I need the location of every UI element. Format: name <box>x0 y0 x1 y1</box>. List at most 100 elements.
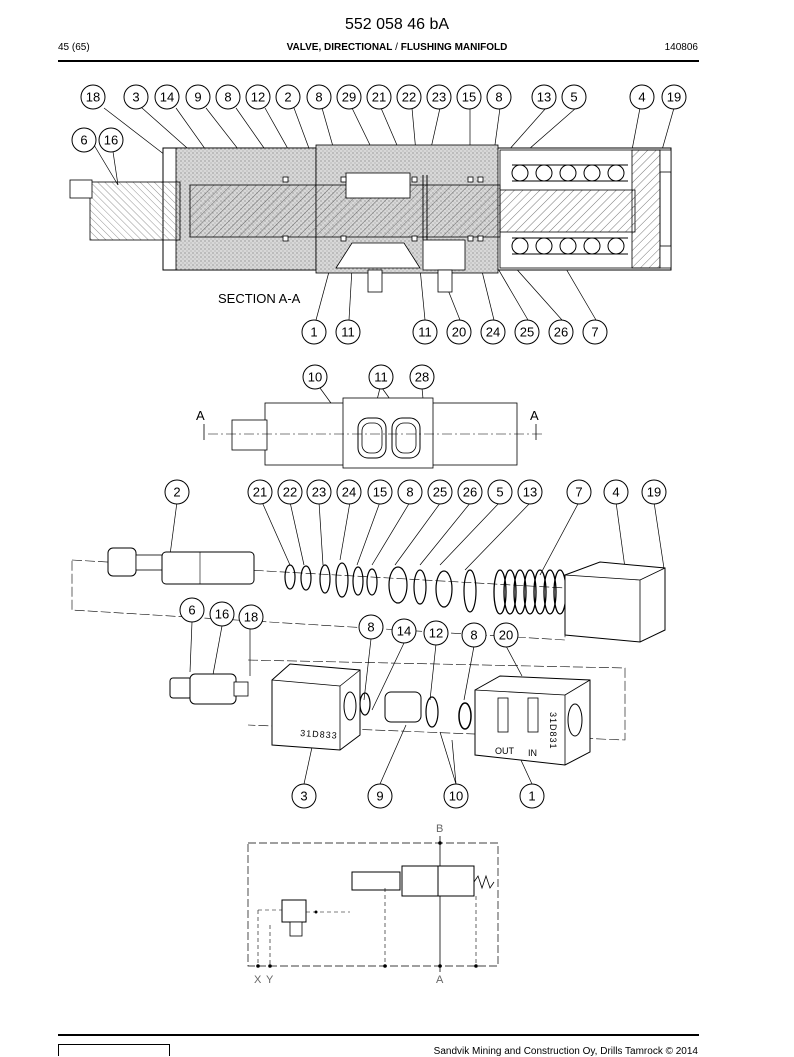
callout-19: 19 <box>661 84 687 110</box>
callout-number: 26 <box>463 485 477 500</box>
callout-12: 12 <box>423 620 449 646</box>
callout-8: 8 <box>486 84 512 110</box>
callout-1: 1 <box>519 783 545 809</box>
callout-number: 14 <box>160 90 174 105</box>
callout-number: 4 <box>638 90 645 105</box>
callout-7: 7 <box>566 479 592 505</box>
callout-number: 7 <box>591 325 598 340</box>
body-code: 31D831 <box>548 712 558 750</box>
title-part-1: VALVE, DIRECTIONAL <box>286 42 393 53</box>
callout-23: 23 <box>306 479 332 505</box>
footer-copyright: Sandvik Mining and Construction Oy, Dril… <box>433 1046 698 1057</box>
callout-number: 29 <box>342 90 356 105</box>
port-a-label: A <box>436 974 444 986</box>
callout-number: 28 <box>415 370 429 385</box>
callout-number: 5 <box>496 485 503 500</box>
header-rule <box>58 60 699 62</box>
callout-25: 25 <box>427 479 453 505</box>
callout-number: 9 <box>376 789 383 804</box>
callout-1: 1 <box>301 319 327 345</box>
callout-26: 26 <box>548 319 574 345</box>
section-a-a-view <box>69 107 675 321</box>
spring-coils <box>511 164 628 255</box>
callout-6: 6 <box>71 127 97 153</box>
callout-number: 21 <box>372 90 386 105</box>
callout-11: 11 <box>335 319 361 345</box>
callout-21: 21 <box>247 479 273 505</box>
callout-8: 8 <box>215 84 241 110</box>
callout-2: 2 <box>275 84 301 110</box>
callout-26: 26 <box>457 479 483 505</box>
callout-number: 8 <box>315 90 322 105</box>
callout-number: 16 <box>215 607 229 622</box>
callout-number: 18 <box>86 90 100 105</box>
callout-8: 8 <box>397 479 423 505</box>
page-title: VALVE, DIRECTIONAL / FLUSHING MANIFOLD <box>0 42 794 53</box>
callout-number: 24 <box>486 325 500 340</box>
callout-number: 15 <box>373 485 387 500</box>
callout-number: 15 <box>462 90 476 105</box>
callout-25: 25 <box>514 319 540 345</box>
callout-number: 24 <box>342 485 356 500</box>
callout-number: 5 <box>570 90 577 105</box>
callout-number: 16 <box>104 133 118 148</box>
callout-number: 10 <box>449 789 463 804</box>
callout-13: 13 <box>531 84 557 110</box>
callout-number: 19 <box>667 90 681 105</box>
exploded-view <box>71 501 666 785</box>
callout-14: 14 <box>154 84 180 110</box>
callout-3: 3 <box>291 783 317 809</box>
callout-number: 12 <box>429 626 443 641</box>
callout-24: 24 <box>336 479 362 505</box>
cut-mark-left: A <box>196 408 205 423</box>
hydraulic-schematic <box>247 836 499 972</box>
callout-20: 20 <box>493 622 519 648</box>
sandvik-logo <box>58 1044 170 1056</box>
callout-number: 1 <box>310 325 317 340</box>
callout-number: 22 <box>283 485 297 500</box>
callout-number: 19 <box>647 485 661 500</box>
callout-number: 8 <box>495 90 502 105</box>
callout-8: 8 <box>306 84 332 110</box>
callout-number: 11 <box>374 370 388 385</box>
callout-number: 8 <box>367 620 374 635</box>
cut-mark-right: A <box>530 408 539 423</box>
callout-number: 21 <box>253 485 267 500</box>
callout-16: 16 <box>209 601 235 627</box>
callout-14: 14 <box>391 618 417 644</box>
callout-number: 8 <box>470 628 477 643</box>
port-y-label: Y <box>266 974 274 986</box>
callout-8: 8 <box>358 614 384 640</box>
port-in-label: IN <box>528 748 537 758</box>
callout-number: 11 <box>418 325 432 340</box>
callout-8: 8 <box>461 622 487 648</box>
callout-11: 11 <box>412 319 438 345</box>
callout-number: 8 <box>406 485 413 500</box>
date-code: 140806 <box>664 42 698 53</box>
callout-11: 11 <box>368 364 394 390</box>
cover-code: 31D833 <box>300 728 338 741</box>
callout-5: 5 <box>561 84 587 110</box>
callout-3: 3 <box>123 84 149 110</box>
callout-number: 14 <box>397 624 411 639</box>
callout-18: 18 <box>238 604 264 630</box>
callout-number: 3 <box>300 789 307 804</box>
callout-number: 22 <box>402 90 416 105</box>
callout-12: 12 <box>245 84 271 110</box>
callout-number: 26 <box>554 325 568 340</box>
callout-5: 5 <box>487 479 513 505</box>
callout-number: 6 <box>188 603 195 618</box>
callout-number: 2 <box>173 485 180 500</box>
callout-number: 12 <box>251 90 265 105</box>
callout-number: 2 <box>284 90 291 105</box>
title-separator: / <box>392 42 401 53</box>
callout-4: 4 <box>603 479 629 505</box>
callout-number: 1 <box>528 789 535 804</box>
callout-number: 8 <box>224 90 231 105</box>
callout-number: 25 <box>433 485 447 500</box>
plan-view <box>203 387 545 469</box>
callout-7: 7 <box>582 319 608 345</box>
callout-number: 9 <box>194 90 201 105</box>
callout-number: 20 <box>452 325 466 340</box>
